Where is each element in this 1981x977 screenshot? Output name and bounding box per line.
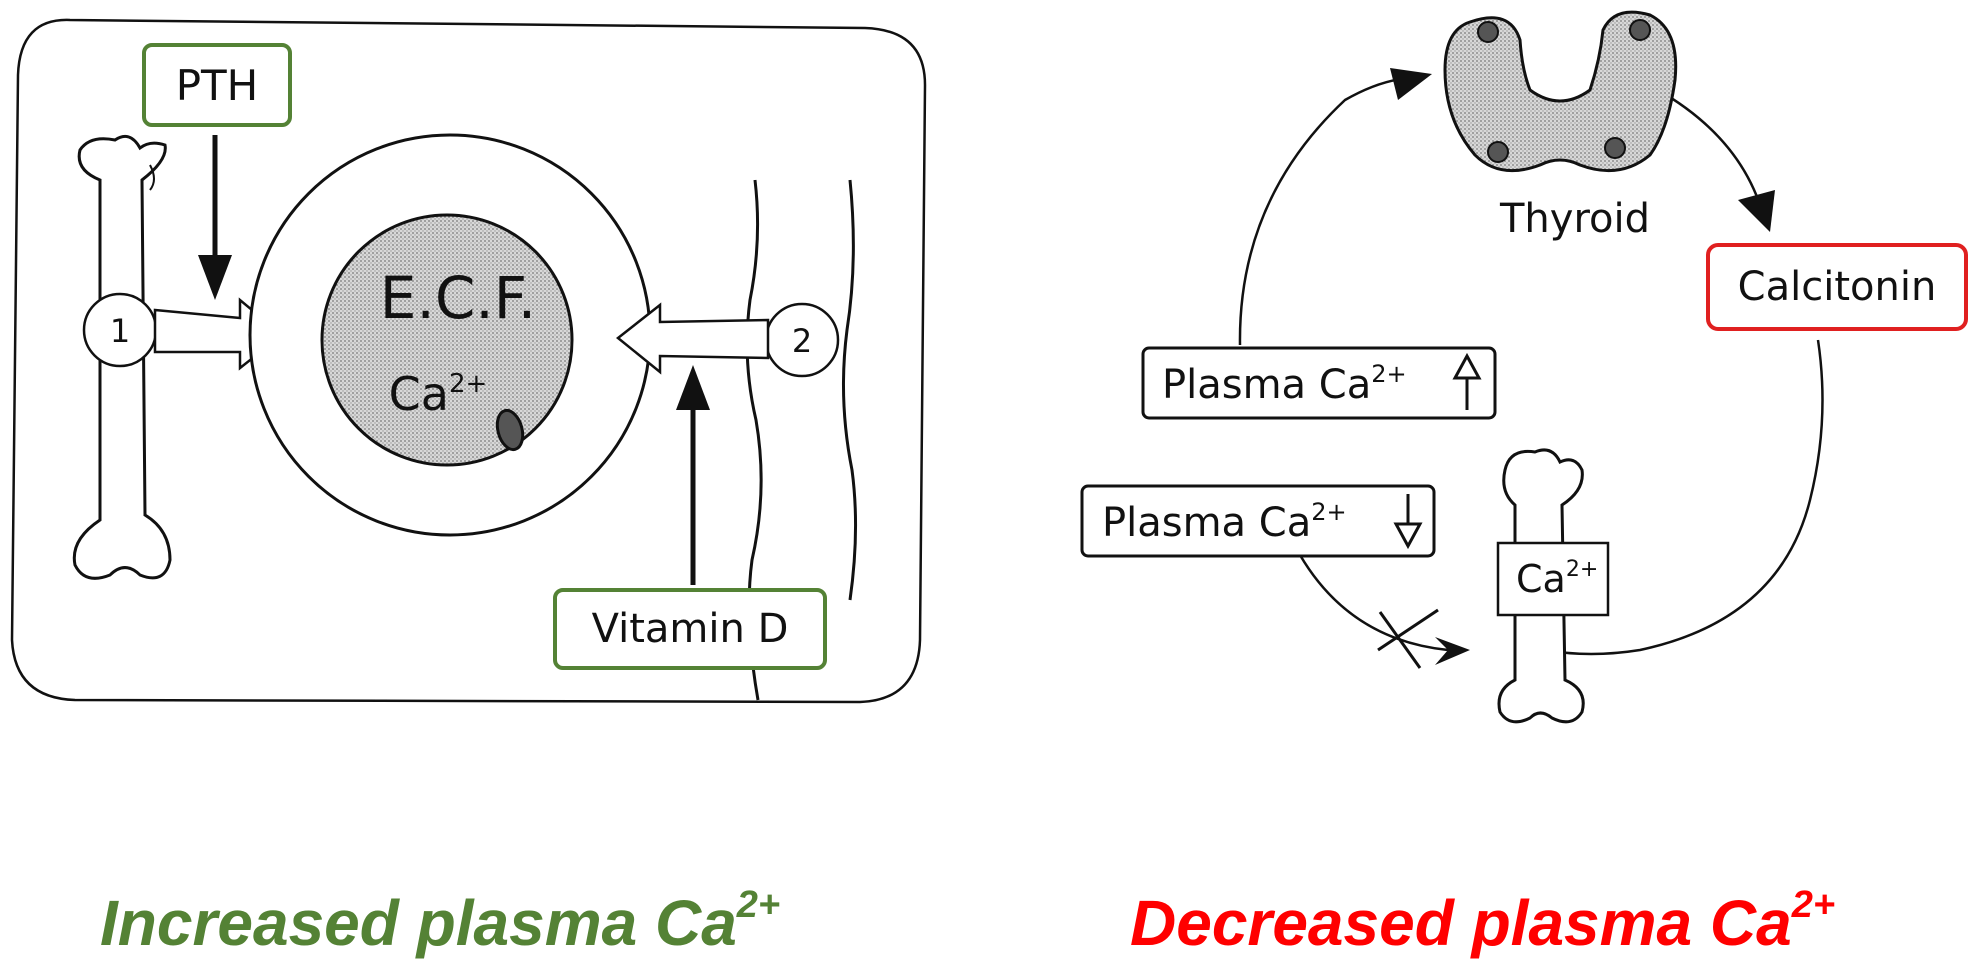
decreased-caption: Decreased plasma Ca2+ bbox=[1130, 884, 1835, 959]
ecf-compartment bbox=[320, 213, 574, 467]
increased-calcium-panel: 1 PTH E.C.F. Ca2+ 2 Vitam bbox=[10, 18, 927, 959]
arrow-up-icon bbox=[1452, 352, 1482, 410]
bone-source-marker: 1 bbox=[82, 292, 158, 368]
pth-label: PTH bbox=[176, 61, 259, 110]
svg-text:Plasma Ca2+: Plasma Ca2+ bbox=[1162, 360, 1407, 408]
intestine-source-marker: 2 bbox=[764, 302, 840, 378]
intestine-to-ecf-arrow bbox=[615, 302, 770, 375]
ecf-particle bbox=[495, 408, 525, 452]
plasma-calcium-up-box: Plasma Ca2+ bbox=[1141, 346, 1497, 420]
thyroid-label: Thyroid bbox=[1499, 196, 1650, 242]
thyroid-icon bbox=[1443, 10, 1678, 173]
calcitonin-to-bone-arc bbox=[1544, 339, 1824, 656]
vitamin-d-label: Vitamin D bbox=[592, 606, 789, 652]
ecf-calcium-label: Ca2+ bbox=[389, 367, 488, 421]
plasma-calcium-down-box: Plasma Ca2+ bbox=[1080, 484, 1436, 558]
bone-calcium-label: Ca2+ bbox=[1496, 541, 1610, 617]
calcitonin-box bbox=[1706, 243, 1968, 331]
svg-text:Plasma Ca2+: Plasma Ca2+ bbox=[1102, 498, 1347, 546]
arrow-down-icon bbox=[1393, 494, 1423, 550]
svg-text:Ca2+: Ca2+ bbox=[1516, 557, 1598, 601]
vitamin-d-box bbox=[553, 588, 827, 670]
increased-caption: Increased plasma Ca2+ bbox=[100, 884, 780, 959]
svg-text:1: 1 bbox=[110, 312, 130, 350]
ecf-label: E.C.F. bbox=[380, 264, 537, 332]
svg-text:2: 2 bbox=[792, 322, 812, 360]
pth-box bbox=[142, 43, 292, 127]
calcitonin-label: Calcitonin bbox=[1738, 264, 1937, 310]
blocked-cross-icon bbox=[1377, 608, 1439, 669]
bone-to-plasma-down-arc-blocked bbox=[1298, 554, 1449, 652]
plasma-up-to-thyroid-arrow bbox=[1238, 76, 1411, 346]
panel-frame bbox=[10, 18, 927, 704]
decreased-calcium-panel: Thyroid Calcitonin Plasma Ca2+ Plasma Ca… bbox=[1080, 10, 1968, 959]
